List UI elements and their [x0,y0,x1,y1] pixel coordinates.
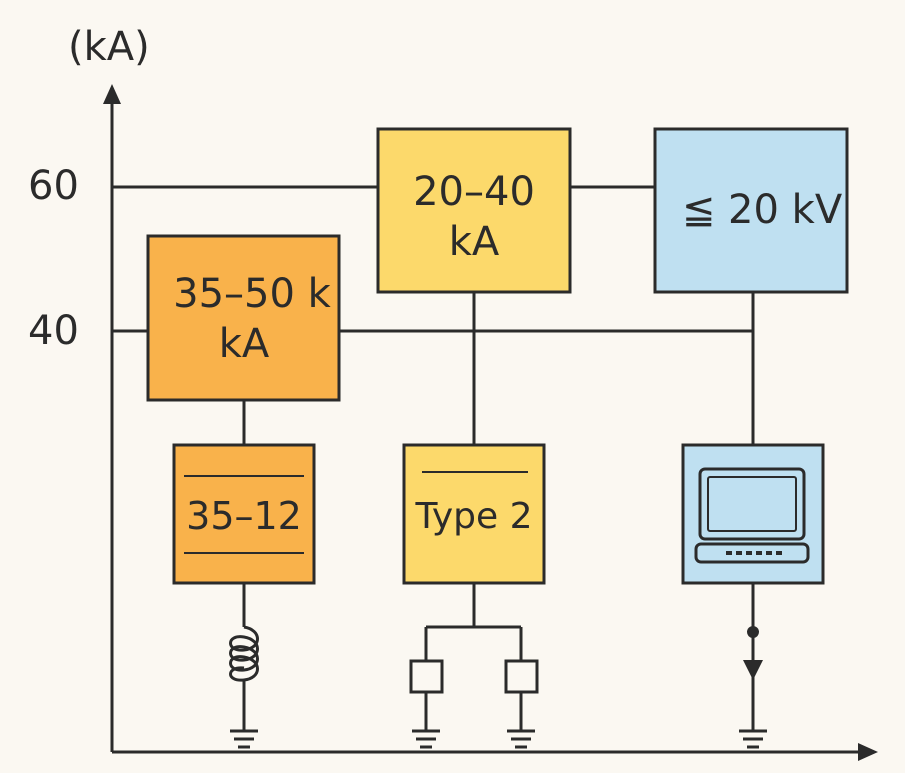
box-20-40-ka-line2: kA [449,219,500,265]
connectors [242,292,755,445]
ground-icon [230,729,258,749]
junction-dot-icon [747,626,759,638]
box-type-2-rect [402,443,546,585]
box-35-50-ka-line2: kA [219,321,270,367]
type2-branch [409,583,539,749]
component-right-icon [504,659,539,694]
box-20-40-ka-rect [376,127,572,294]
axes: (kA) 60 40 [28,24,878,761]
ground-icon [507,729,535,749]
box-20-kv-rect [653,127,849,294]
ground-icon [739,729,767,749]
laptop-icon [694,467,810,564]
y-axis-arrow-icon [103,84,121,104]
diode-arrow-icon [743,660,763,680]
component-left-icon [409,659,444,694]
tick-label-40: 40 [28,308,79,354]
box-20-kv-label: ≦ 20 kV [682,187,843,233]
laptop-branch [739,583,767,749]
box-type-2: Type 2 [402,443,546,585]
inductor-branch [229,583,259,749]
box-35-12: 35–12 [172,443,316,585]
box-35-50-ka-rect [146,234,341,402]
box-type-2-label: Type 2 [414,496,532,537]
axis-unit-label: (kA) [68,24,150,70]
x-axis-arrow-icon [858,743,878,761]
box-20-40-ka: 20–40 kA [376,127,572,294]
inductor-coil-icon [229,625,259,682]
box-20-40-ka-line1: 20–40 [413,169,535,215]
level-lines [112,185,753,333]
box-35-12-rect [172,443,316,585]
box-35-50-ka: 35–50 k kA [146,234,341,402]
box-20-kv: ≦ 20 kV [653,127,849,294]
ground-icon [412,729,440,749]
box-laptop [681,443,825,585]
box-35-50-ka-line1: 35–50 k [173,271,332,317]
tick-label-60: 60 [28,163,79,209]
box-35-12-label: 35–12 [186,494,302,538]
